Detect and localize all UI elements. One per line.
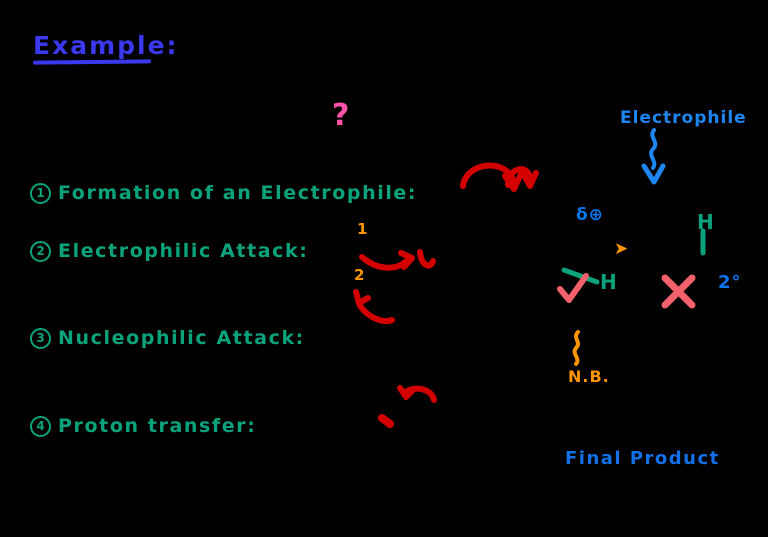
curly-arrow-bottom-stub bbox=[378, 414, 394, 428]
final-product-label: Final Product bbox=[565, 448, 720, 469]
step-label: Formation of an Electrophile: bbox=[58, 182, 418, 204]
step-number-badge: 2 bbox=[30, 241, 51, 262]
step-label: Electrophilic Attack: bbox=[58, 240, 309, 262]
electrophile-label: Electrophile bbox=[620, 108, 747, 128]
page-title: Example: bbox=[33, 31, 179, 60]
step-item-electrophilic-attack: 2 Electrophilic Attack: bbox=[30, 240, 308, 262]
step-item-proton-transfer: 4 Proton transfer: bbox=[30, 415, 256, 437]
step-label: Nucleophilic Attack: bbox=[58, 327, 305, 349]
step-label: Proton transfer: bbox=[58, 415, 257, 437]
step-item-nucleophilic-attack: 3 Nucleophilic Attack: bbox=[30, 327, 305, 349]
curly-arrow-middle-right bbox=[417, 249, 436, 269]
check-mark-icon bbox=[557, 273, 589, 303]
curly-arrow-bottom bbox=[397, 385, 437, 403]
electrophile-pointer-arrow bbox=[641, 128, 666, 185]
curly-arrow-top-small bbox=[505, 166, 539, 189]
curly-arrow-middle-left bbox=[359, 250, 415, 271]
step-number-badge: 1 bbox=[30, 183, 51, 204]
step-number-badge: 4 bbox=[30, 416, 51, 437]
bond-line-left bbox=[561, 267, 600, 285]
mechanism-step-number-2: 2 bbox=[354, 266, 366, 284]
hydrogen-label-right: H bbox=[697, 210, 715, 234]
mechanism-step-number-1: 1 bbox=[357, 220, 369, 238]
carbocation-degree-label: 2° bbox=[718, 272, 742, 293]
nb-note-label: N.B. bbox=[568, 367, 610, 386]
nb-squiggle-line bbox=[572, 330, 580, 366]
sigma-bond-marker: ➤ bbox=[614, 239, 630, 259]
step-number-badge: 3 bbox=[30, 328, 51, 349]
cross-mark-icon bbox=[661, 274, 696, 309]
hydrogen-label-left: H bbox=[600, 270, 618, 294]
question-mark-annotation: ? bbox=[332, 98, 351, 133]
delta-plus-charge-label: δ⊕ bbox=[576, 205, 604, 225]
curly-arrow-lower-left bbox=[353, 289, 395, 325]
step-item-formation-of-electrophile: 1 Formation of an Electrophile: bbox=[30, 182, 417, 204]
